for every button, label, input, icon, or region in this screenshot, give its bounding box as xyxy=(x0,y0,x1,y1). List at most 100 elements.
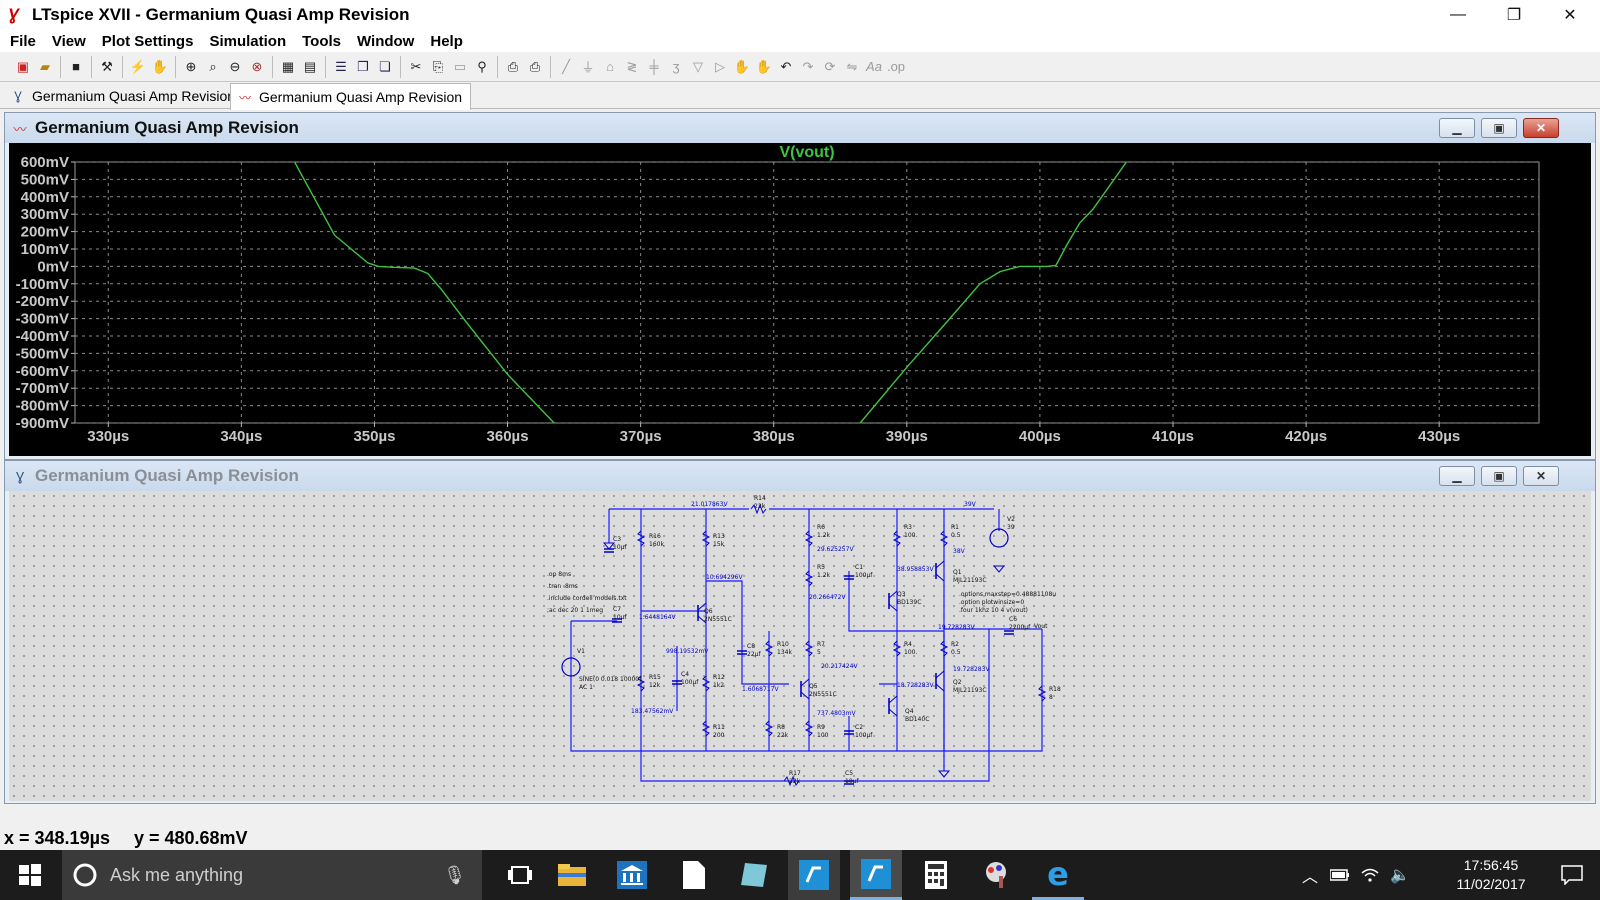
zoom-out-icon[interactable]: ⊖ xyxy=(229,58,241,74)
edge-browser-button[interactable]: e xyxy=(1032,850,1084,900)
find-icon[interactable]: ⚲ xyxy=(477,58,487,74)
save-icon[interactable]: ■ xyxy=(72,59,80,74)
plot-minimize-button[interactable]: ▁ xyxy=(1439,118,1475,138)
wifi-tray-button[interactable] xyxy=(1356,850,1384,900)
open-icon[interactable]: ▰ xyxy=(40,58,50,74)
resistor-symbol xyxy=(764,640,774,657)
move-icon[interactable]: ✋ xyxy=(733,58,751,74)
cascade-icon[interactable]: ❐ xyxy=(357,58,369,74)
menu-help[interactable]: Help xyxy=(430,32,463,50)
print-setup-icon[interactable]: ⎙ xyxy=(529,58,541,74)
ltspice-iv-button[interactable] xyxy=(788,850,840,900)
maximize-button[interactable]: ❐ xyxy=(1506,7,1522,24)
halt-icon[interactable]: ✋ xyxy=(151,58,169,74)
copy-icon[interactable]: ⎘ xyxy=(432,58,444,74)
menu-tools[interactable]: Tools xyxy=(302,32,341,50)
zoom-in-icon[interactable]: ⊕ xyxy=(185,58,197,74)
menu-simulation[interactable]: Simulation xyxy=(209,32,287,50)
microphone-icon[interactable]: 🎙 xyxy=(443,864,466,885)
chevron-up-icon: ︿ xyxy=(1301,869,1318,886)
schematic-minimize-button[interactable]: ▁ xyxy=(1439,466,1475,486)
drag-icon[interactable]: ✋ xyxy=(755,58,773,74)
notes-app-button[interactable] xyxy=(728,850,780,900)
component-ref-label: R3 xyxy=(904,524,912,531)
run-icon[interactable]: ⚡ xyxy=(129,58,147,74)
cut-icon[interactable]: ✂ xyxy=(410,58,422,74)
schematic-maximize-button[interactable]: ▣ xyxy=(1481,466,1517,486)
undo-icon[interactable]: ↶ xyxy=(780,58,792,74)
start-button[interactable] xyxy=(4,850,56,900)
paint-app-button[interactable] xyxy=(970,850,1022,900)
task-view-icon xyxy=(508,866,532,884)
inductor-icon[interactable]: ʒ xyxy=(672,59,680,74)
component-icon[interactable]: ▷ xyxy=(715,58,725,74)
resistor-symbol xyxy=(701,675,711,692)
tab-schematic[interactable]: Ɣ Germanium Quasi Amp Revision xyxy=(4,83,243,109)
rotate-icon[interactable]: ⟳ xyxy=(824,58,836,74)
menu-view[interactable]: View xyxy=(51,32,86,50)
redo-icon[interactable]: ↷ xyxy=(802,58,814,74)
plot-maximize-button[interactable]: ▣ xyxy=(1481,118,1517,138)
task-view-button[interactable] xyxy=(494,850,546,900)
component-ref-label: Q5 xyxy=(809,683,818,690)
plot-window[interactable]: 〰 Germanium Quasi Amp Revision ▁ ▣ ✕ 330… xyxy=(4,112,1596,460)
tile-vertical-icon[interactable]: ❏ xyxy=(379,58,391,74)
document-app-button[interactable] xyxy=(668,850,720,900)
file-explorer-button[interactable] xyxy=(546,850,598,900)
ground-icon[interactable]: ⏚ xyxy=(581,60,595,75)
close-button[interactable]: ✕ xyxy=(1563,7,1577,24)
minimize-button[interactable]: — xyxy=(1450,6,1466,23)
text-icon[interactable]: Aa xyxy=(866,59,882,74)
resistor-icon[interactable]: ≷ xyxy=(626,58,638,74)
diode-icon[interactable]: ▽ xyxy=(693,58,703,74)
plot-close-button[interactable]: ✕ xyxy=(1523,118,1559,138)
battery-tray-button[interactable] xyxy=(1326,850,1354,900)
wire-icon[interactable]: ╱ xyxy=(562,58,570,74)
mirror-icon[interactable]: ⇋ xyxy=(846,58,858,74)
menu-plot-settings[interactable]: Plot Settings xyxy=(101,32,194,50)
transistor-collector xyxy=(697,602,707,611)
zoom-pan-icon[interactable]: ⌕ xyxy=(209,58,217,74)
cortana-search-box[interactable]: Ask me anything 🎙 xyxy=(62,850,482,900)
action-center-button[interactable] xyxy=(1546,850,1598,900)
y-tick-label: -500mV xyxy=(16,345,69,362)
component-ref-label: C7 xyxy=(613,606,621,613)
capacitor-icon[interactable]: ╪ xyxy=(649,59,659,74)
schematic-close-button[interactable]: ✕ xyxy=(1523,466,1559,486)
volume-tray-button[interactable]: 🔈 xyxy=(1386,850,1414,900)
y-tick-label: -100mV xyxy=(16,276,69,293)
resistor-symbol xyxy=(764,720,774,737)
control-panel-icon[interactable]: ⚒ xyxy=(101,58,113,74)
toolbar-divider xyxy=(400,55,401,78)
menu-window[interactable]: Window xyxy=(357,32,415,50)
label-icon[interactable]: ⌂ xyxy=(606,59,614,74)
zoom-fit-icon[interactable]: ⊗ xyxy=(251,58,263,74)
bank-app-button[interactable] xyxy=(606,850,658,900)
component-value-label: 39 xyxy=(1007,524,1015,531)
pick-trace-icon[interactable]: ▤ xyxy=(303,58,317,74)
autorange-icon[interactable]: ▦ xyxy=(281,58,295,74)
x-tick-label: 360µs xyxy=(487,428,529,445)
spice-directive-icon[interactable]: .op xyxy=(886,59,906,74)
y-tick-label: 500mV xyxy=(21,171,69,188)
component-ref-label: R6 xyxy=(817,524,825,531)
schematic-drawing[interactable]: C310µfR16160kR1315kR1422kR61.2kR3100.R10… xyxy=(9,491,1591,801)
print-icon[interactable]: ⎙ xyxy=(507,58,519,74)
new-schematic-icon[interactable]: ▣ xyxy=(16,58,30,74)
paste-icon[interactable]: ▭ xyxy=(453,58,467,74)
show-hidden-icons-button[interactable]: ︿ xyxy=(1296,850,1324,900)
node-voltage-label: 38V xyxy=(953,548,966,555)
tile-horizontal-icon[interactable]: ☰ xyxy=(335,58,347,74)
system-clock[interactable]: 17:56:45 11/02/2017 xyxy=(1448,856,1534,894)
ground-symbol xyxy=(992,565,1006,573)
ltspice-xvii-button[interactable] xyxy=(850,850,902,900)
component-ref-label: V1 xyxy=(577,648,585,655)
tab-waveform[interactable]: 〰 Germanium Quasi Amp Revision xyxy=(230,83,472,110)
menu-file[interactable]: File xyxy=(10,32,36,50)
calculator-button[interactable] xyxy=(910,850,962,900)
x-tick-label: 430µs xyxy=(1418,428,1460,445)
